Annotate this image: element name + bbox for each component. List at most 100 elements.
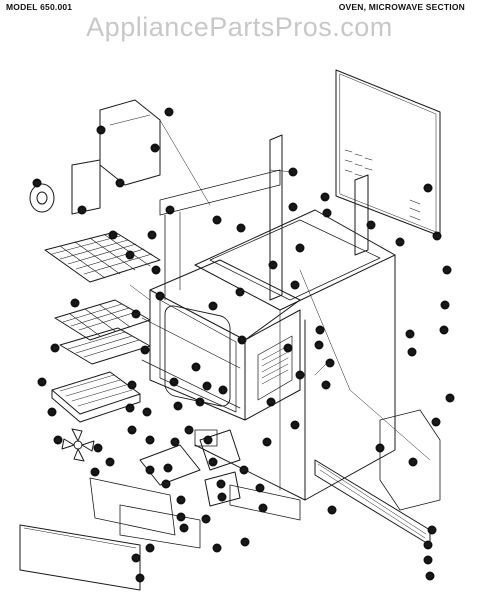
- callout-marker: 29: [290, 280, 300, 290]
- callout-marker: 23: [203, 435, 213, 445]
- callout-marker: 9: [218, 385, 228, 395]
- callout-marker: 87: [427, 525, 437, 535]
- svg-text:87: 87: [425, 558, 431, 563]
- svg-text:79: 79: [137, 576, 143, 581]
- svg-text:8: 8: [199, 400, 202, 405]
- callout-marker: 17: [90, 467, 100, 477]
- callout-marker: 14: [131, 309, 141, 319]
- callout-marker: 31: [208, 457, 218, 467]
- callout-marker: 12: [125, 250, 135, 260]
- callout-marker: 49: [208, 301, 218, 311]
- svg-text:37: 37: [167, 208, 173, 213]
- svg-text:25: 25: [316, 343, 322, 348]
- svg-text:35: 35: [214, 546, 220, 551]
- callout-marker: 25: [314, 340, 324, 350]
- callout-marker: 1: [169, 377, 179, 387]
- svg-text:29: 29: [241, 468, 247, 473]
- svg-text:27: 27: [297, 246, 303, 251]
- callout-marker: 45: [147, 230, 157, 240]
- callout-marker: 35: [366, 220, 376, 230]
- callout-marker: 8: [195, 397, 205, 407]
- leader-lines: [129, 119, 431, 461]
- svg-text:41: 41: [98, 128, 104, 133]
- svg-text:35: 35: [181, 526, 187, 531]
- callout-marker: 17: [47, 407, 57, 417]
- svg-text:69: 69: [441, 328, 447, 333]
- callout-marker: 19: [50, 343, 60, 353]
- svg-text:36: 36: [434, 234, 440, 239]
- callout-marker: 78: [131, 553, 141, 563]
- callout-marker: 31: [145, 465, 155, 475]
- callout-marker: 44: [150, 143, 160, 153]
- callout-marker: 6: [173, 401, 183, 411]
- callout-marker: 53: [266, 397, 276, 407]
- callout-marker: 27: [145, 435, 155, 445]
- watermark: AppliancePartsPros.com: [86, 12, 393, 42]
- callout-marker: 35: [322, 208, 332, 218]
- callout-marker: 21: [170, 437, 180, 447]
- callout-marker: 18: [70, 298, 80, 308]
- callout-marker: 35: [395, 237, 405, 247]
- svg-text:56: 56: [407, 332, 413, 337]
- svg-text:83: 83: [433, 420, 439, 425]
- svg-text:53: 53: [297, 373, 303, 378]
- callout-marker: 87: [423, 555, 433, 565]
- callout-marker: 34: [268, 260, 278, 270]
- callout-marker: 89: [408, 457, 418, 467]
- svg-text:22: 22: [144, 410, 150, 415]
- svg-text:17: 17: [92, 470, 98, 475]
- callout-marker: 33: [176, 512, 186, 522]
- oven-door: [19, 477, 201, 591]
- callout-marker: 67: [440, 300, 450, 310]
- callout-marker: 32: [161, 479, 171, 489]
- control-components: [139, 429, 301, 521]
- callout-marker: 35: [212, 543, 222, 553]
- callout-marker: 37: [145, 543, 155, 553]
- callout-marker: 53: [295, 370, 305, 380]
- callout-marker: 32: [258, 503, 268, 513]
- svg-text:14: 14: [133, 312, 139, 317]
- callout-marker: 53: [325, 358, 335, 368]
- svg-text:49: 49: [210, 304, 216, 309]
- callout-marker: 47: [115, 178, 125, 188]
- callout-marker: 45: [155, 291, 165, 301]
- model-number: MODEL 650.001: [6, 2, 73, 12]
- svg-text:35: 35: [324, 211, 330, 216]
- callout-marker: 30: [212, 215, 222, 225]
- svg-text:19: 19: [52, 346, 58, 351]
- svg-text:18: 18: [95, 446, 101, 451]
- callout-marker: 3: [191, 362, 201, 372]
- svg-text:56: 56: [409, 350, 415, 355]
- callout-marker: 41: [96, 125, 106, 135]
- svg-text:87: 87: [427, 574, 433, 579]
- svg-text:31: 31: [147, 468, 153, 473]
- callout-marker: 22: [142, 407, 152, 417]
- callout-marker: 46: [32, 178, 42, 188]
- svg-text:17: 17: [49, 410, 55, 415]
- callout-marker: 35: [179, 523, 189, 533]
- svg-text:83: 83: [377, 446, 383, 451]
- section-title: OVEN, MICROWAVE SECTION: [338, 2, 465, 12]
- svg-text:45: 45: [157, 294, 163, 299]
- svg-text:72: 72: [425, 186, 431, 191]
- callout-marker: 83: [375, 443, 385, 453]
- svg-text:12: 12: [127, 253, 133, 258]
- svg-text:3: 3: [195, 365, 198, 370]
- svg-text:27: 27: [147, 438, 153, 443]
- svg-text:53: 53: [327, 361, 333, 366]
- callout-marker: 29: [239, 465, 249, 475]
- callout-marker: 15: [125, 403, 135, 413]
- svg-text:15: 15: [129, 383, 135, 388]
- svg-text:35: 35: [368, 223, 374, 228]
- callout-marker: 84: [327, 505, 337, 515]
- broiler-pan: [51, 371, 141, 423]
- svg-text:33: 33: [178, 515, 184, 520]
- svg-text:88: 88: [425, 543, 431, 548]
- callout-marker: 36: [432, 231, 442, 241]
- callout-marker: 30: [262, 437, 272, 447]
- svg-text:6: 6: [287, 346, 290, 351]
- svg-text:41: 41: [237, 290, 243, 295]
- callout-marker: 83: [431, 417, 441, 427]
- svg-text:37: 37: [147, 546, 153, 551]
- callout-marker: 9: [140, 345, 150, 355]
